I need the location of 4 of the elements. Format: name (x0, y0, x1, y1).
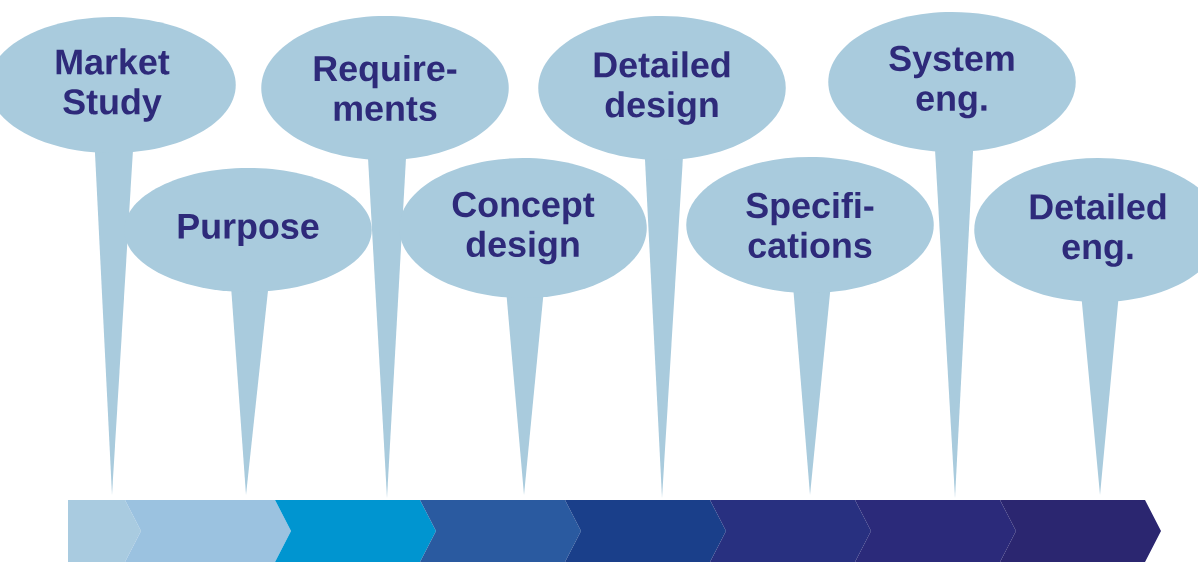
balloon-callout: Concept design (399, 158, 647, 495)
balloon-callout: Specifi-cations (686, 157, 934, 495)
balloon-callout: Detailed eng. (974, 158, 1198, 495)
balloon-callout: Purpose (124, 168, 372, 495)
